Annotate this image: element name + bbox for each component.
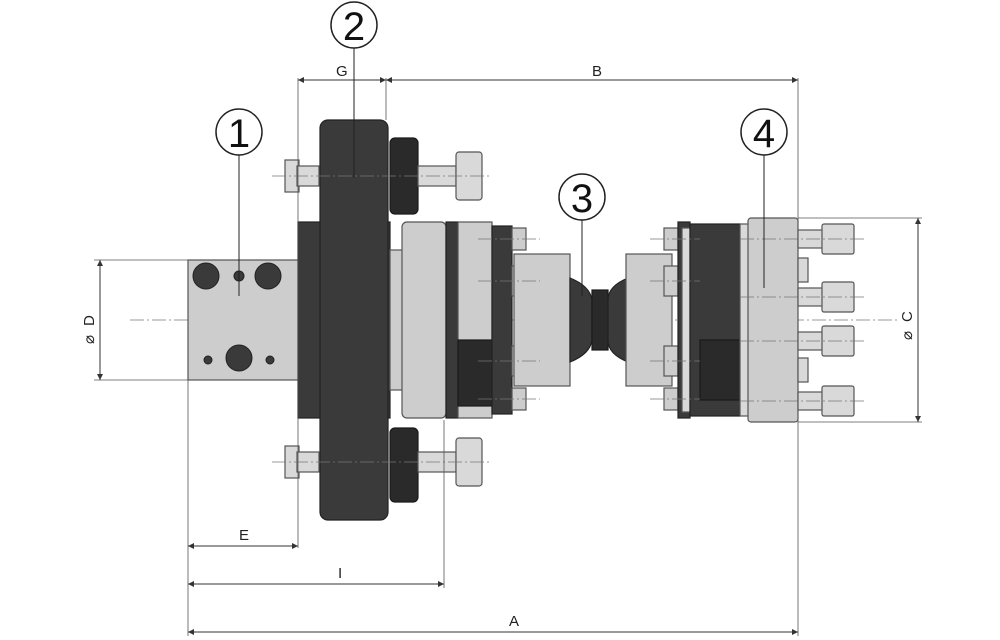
dim-label-d: D: [81, 315, 98, 326]
extension-lines: [94, 78, 922, 636]
dim-label-e: E: [239, 527, 249, 544]
svg-text:2: 2: [343, 5, 365, 49]
dim-label-b: B: [592, 63, 602, 80]
part-3-spacer: [569, 277, 629, 363]
dim-label-c-symbol: ⌀: [899, 331, 916, 340]
svg-text:4: 4: [753, 112, 775, 156]
callout-1: 1: [215, 108, 263, 296]
svg-text:1: 1: [228, 112, 250, 156]
middle-flange: [389, 221, 571, 419]
right-flange: [625, 221, 751, 419]
dim-label-g: G: [336, 63, 348, 80]
dim-label-d-symbol: ⌀: [81, 335, 98, 344]
dim-label-c: C: [899, 311, 916, 322]
callout-2: 2: [330, 1, 378, 178]
part-4-end-plate: [740, 217, 866, 423]
callout-4: 4: [740, 108, 788, 288]
svg-text:3: 3: [571, 177, 593, 221]
dim-label-i: I: [338, 565, 342, 582]
dim-label-a: A: [509, 613, 519, 630]
part-2-flange-hub: [272, 119, 490, 521]
part-1-shaft-block: [187, 259, 301, 381]
callout-3: 3: [558, 173, 606, 296]
